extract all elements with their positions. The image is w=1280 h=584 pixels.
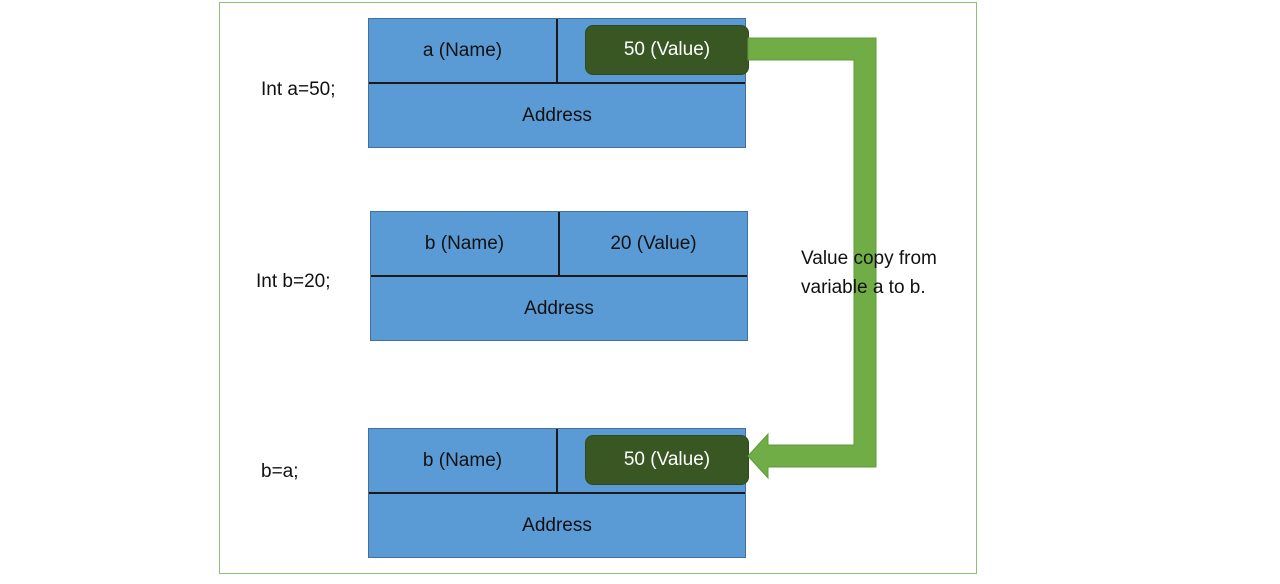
divider [371,275,747,277]
value-cell: 20 (Value) [610,232,697,254]
memory-block-a: a (Name) Address 50 (Value) [368,18,748,148]
divider [556,19,558,83]
address-cell: Address [524,297,594,319]
copy-note: Value copy from variable a to b. [801,244,937,302]
value-cell-highlighted: 50 (Value) [586,26,748,74]
statement-int-a: Int a=50; [261,79,336,100]
divider [369,492,745,494]
name-cell: b (Name) [422,449,503,471]
address-cell: Address [522,514,592,536]
address-cell: Address [522,104,592,126]
divider [556,429,558,493]
value-cell-highlighted: 50 (Value) [586,436,748,484]
memory-block-b-after: b (Name) Address 50 (Value) [368,428,748,558]
copy-note-line-2: variable a to b. [801,277,926,298]
copy-note-line-1: Value copy from [801,248,937,269]
copy-arrow-path [747,37,877,480]
divider [558,212,560,276]
statement-int-b: Int b=20; [256,271,331,292]
statement-assign: b=a; [261,461,299,482]
memory-block-b: b (Name) 20 (Value) Address [370,211,748,341]
name-cell: a (Name) [422,39,503,61]
divider [369,82,745,84]
name-cell: b (Name) [424,232,505,254]
